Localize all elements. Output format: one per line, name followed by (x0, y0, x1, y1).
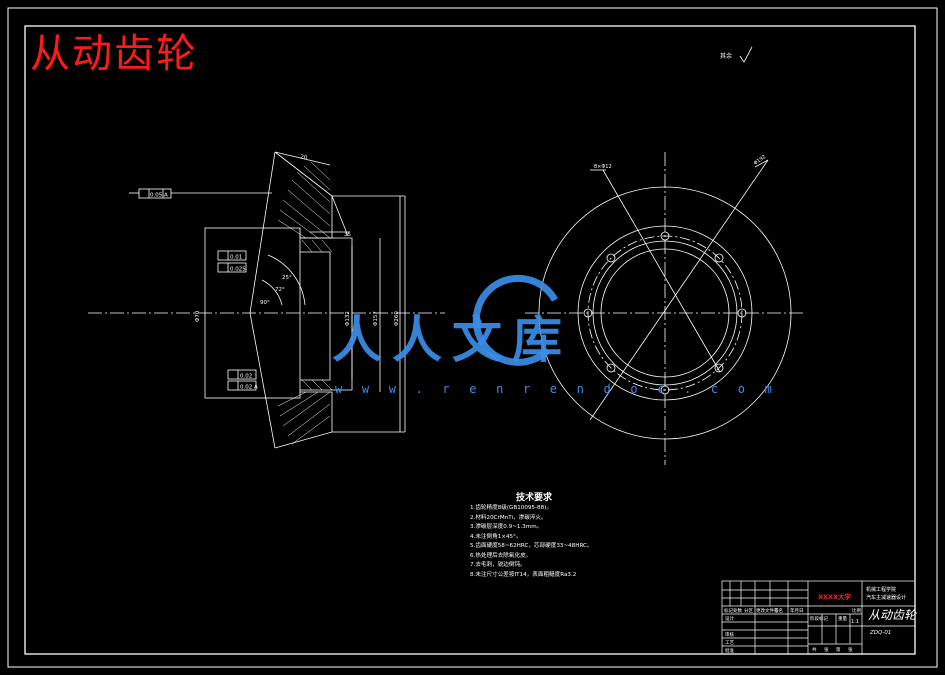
tb-drawing-no: ZDQ-01 (870, 630, 892, 636)
tech-note: 8.未注尺寸公差按IT14，表面粗糙度Ra3.2 (470, 571, 577, 578)
tb-row-label: 处数 (733, 609, 742, 614)
dim-d-outer: Φ260 (394, 311, 400, 326)
tech-note: 6.热处理后去除氧化皮。 (470, 552, 532, 559)
tb-approval-label: 设计 (725, 617, 734, 622)
dim-d-bore1: Φ132 (345, 311, 351, 326)
tb-approval-label: 批准 (725, 649, 734, 654)
dim-top: 20 (300, 154, 309, 161)
tb-sheet-label: 共 (812, 648, 817, 653)
technical-requirements-heading: 技术要求 (516, 493, 553, 503)
inner-border (24, 25, 916, 655)
tech-note: 5.齿面硬度58~62HRC，芯部硬度33~48HRC。 (470, 543, 593, 549)
tech-note: 2.材料20CrMnTi，渗碳淬火。 (470, 514, 547, 521)
gdt-1: 0.05 A (150, 193, 168, 199)
tb-approval-label: 工艺 (725, 641, 734, 646)
tb-project-line2: 汽车主减速器设计 (866, 595, 907, 601)
tb-row-label: 分区 (744, 609, 753, 614)
dim-d-bore2: Φ157 (373, 311, 379, 326)
drawing-title: 从动齿轮 (30, 31, 198, 77)
tech-note: 3.渗碳层深度0.9~1.3mm。 (470, 524, 543, 530)
dim-face-width: 35 (344, 232, 351, 238)
dim-angle1: 25° (282, 275, 292, 281)
tb-stage-label: 阶段标记 (810, 617, 828, 622)
tech-note: 7.去毛刺，锐边倒钝。 (470, 562, 526, 568)
tech-note: 4.未注倒角1×45°。 (470, 533, 522, 540)
tb-stage-label: 比例 (852, 609, 861, 614)
watermark-text: 人人文库 (332, 310, 572, 369)
gdt-2: 0.01 (230, 255, 242, 261)
front-view-text: 8×Φ12 Φ192 (594, 154, 767, 170)
tb-row-label: 签名 (774, 609, 783, 614)
technical-requirements-list: 1.齿轮精度8级(GB10095-88)。 2.材料20CrMnTi，渗碳淬火。… (470, 504, 593, 580)
tb-project-line1: 机械工程学院 (866, 587, 897, 593)
tb-part-name: 从动齿轮 (868, 608, 917, 622)
dim-d-left: Φ70 (195, 310, 201, 322)
section-dimension-text: Φ70 Φ132 Φ157 Φ260 20 35 25° 72° 90° 0.0… (150, 154, 400, 390)
tech-note: 1.齿轮精度8级(GB10095-88)。 (470, 505, 552, 511)
tb-row-label: 标记 (724, 609, 733, 614)
watermark-url: w w w . r e n r e n d o c . c o m (335, 382, 779, 396)
dim-angle3: 90° (260, 300, 270, 306)
tb-sheet-label: 第 (836, 648, 841, 653)
dim-angle2: 72° (275, 287, 285, 293)
tb-approval-label: 审核 (725, 633, 734, 638)
tb-sheet-label: 张 (848, 648, 853, 653)
tb-university: XXXX大学 (818, 593, 852, 601)
tb-sheet-label: 张 (824, 648, 829, 653)
title-block (721, 580, 916, 655)
gdt-4: 0.02 (240, 374, 252, 380)
tb-row-label: 更改文件号 (756, 609, 779, 614)
roughness-label: 其余 (720, 53, 733, 60)
hole-callout: 8×Φ12 (594, 164, 612, 170)
section-view (88, 151, 445, 449)
gdt-3: 0.025 (230, 267, 246, 273)
roughness-symbol (739, 46, 753, 63)
front-view (525, 152, 805, 465)
watermark-logo (472, 274, 559, 366)
outer-border (7, 7, 938, 668)
gdt-5: 0.02 A (240, 385, 258, 391)
tb-stage-label: 重量 (838, 617, 847, 622)
tb-row-label: 年月日 (790, 609, 804, 614)
tb-scale: 1:1 (851, 619, 860, 625)
